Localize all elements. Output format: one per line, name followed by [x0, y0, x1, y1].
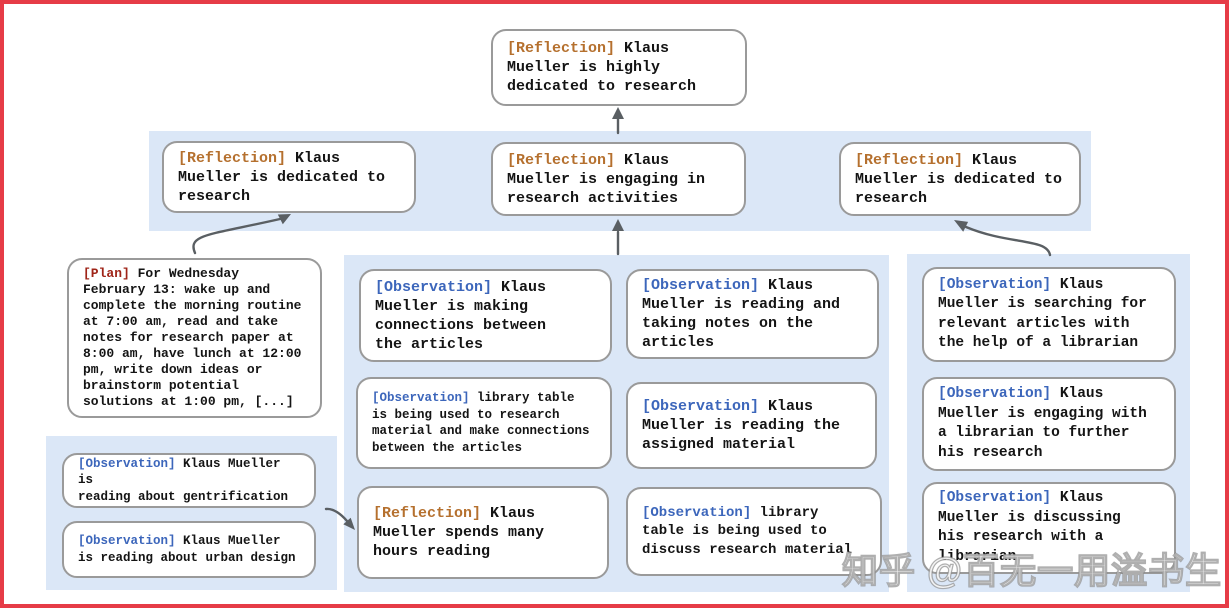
reflection-tag: [Reflection]: [507, 151, 616, 169]
node-text-wrap: [Observation]Klaus Mueller is reading ab…: [78, 456, 300, 506]
node-text: library table is being used to discuss r…: [642, 504, 853, 558]
reflection-tag: [Reflection]: [178, 149, 287, 167]
node-text: Klaus Mueller spends many hours reading: [373, 505, 545, 560]
observation-tag: [Observation]: [642, 277, 760, 294]
reflection-node-middle: [Reflection]Klaus Mueller is engaging in…: [491, 142, 746, 216]
node-text-wrap: [Reflection]Klaus Mueller is dedicated t…: [855, 151, 1065, 208]
node-text: Klaus Mueller is discussing his research…: [938, 490, 1121, 565]
observation-tag: [Observation]: [372, 391, 470, 405]
reflection-tag: [Reflection]: [507, 40, 616, 57]
observation-node-gentrification: [Observation]Klaus Mueller is reading ab…: [62, 453, 316, 508]
node-text: Klaus Mueller is reading and taking note…: [642, 277, 841, 351]
node-text-wrap: [Observation]Klaus Mueller is searching …: [938, 276, 1160, 354]
node-text: Klaus Mueller is highly dedicated to res…: [507, 40, 697, 95]
node-text-wrap: [Plan]For Wednesday February 13: wake up…: [83, 266, 306, 410]
node-text: Klaus Mueller is engaging in research ac…: [507, 151, 706, 207]
node-text-wrap: [Observation]Klaus Mueller is engaging w…: [938, 385, 1160, 463]
observation-node-urban-design: [Observation]Klaus Mueller is reading ab…: [62, 521, 316, 578]
edge-panel-to-right-reflection: [964, 225, 1052, 257]
node-text: library table is being used to research …: [372, 391, 590, 455]
observation-node-library-discuss: [Observation]library table is being used…: [626, 487, 882, 576]
node-text-wrap: [Observation]Klaus Mueller is discussing…: [938, 489, 1160, 567]
observation-node-connections: [Observation]Klaus Mueller is making con…: [359, 269, 612, 362]
observation-tag: [Observation]: [642, 504, 752, 521]
node-text: Klaus Mueller is reading about gentrific…: [78, 456, 289, 504]
node-text: Klaus Mueller is searching for relevant …: [938, 276, 1147, 352]
node-text: Klaus Mueller is reading the assigned ma…: [642, 398, 841, 453]
node-text: Klaus Mueller is dedicated to research: [178, 149, 386, 205]
node-text-wrap: [Observation]library table is being used…: [372, 390, 596, 456]
reflection-node-reading-hours: [Reflection]Klaus Mueller spends many ho…: [357, 486, 609, 579]
node-text-wrap: [Observation]Klaus Mueller is reading an…: [642, 276, 863, 352]
reflection-node-left: [Reflection]Klaus Mueller is dedicated t…: [162, 141, 416, 213]
observation-tag: [Observation]: [642, 398, 760, 415]
observation-tag: [Observation]: [375, 278, 493, 296]
observation-tag: [Observation]: [938, 490, 1052, 506]
node-text-wrap: [Observation]Klaus Mueller is making con…: [375, 278, 596, 354]
node-text: Klaus Mueller is reading about urban des…: [78, 534, 296, 565]
node-text-wrap: [Reflection]Klaus Mueller is engaging in…: [507, 151, 730, 208]
observation-tag: [Observation]: [78, 456, 176, 471]
observation-node-taking-notes: [Observation]Klaus Mueller is reading an…: [626, 269, 879, 359]
node-text: Klaus Mueller is engaging with a librari…: [938, 386, 1147, 461]
node-text-wrap: [Observation]Klaus Mueller is reading ab…: [78, 533, 300, 566]
node-text-wrap: [Reflection]Klaus Mueller spends many ho…: [373, 504, 593, 561]
node-text-wrap: [Observation]library table is being used…: [642, 504, 866, 560]
observation-tag: [Observation]: [938, 386, 1052, 402]
observation-node-library-research: [Observation]library table is being used…: [356, 377, 612, 469]
node-text: Klaus Mueller is dedicated to research: [855, 151, 1063, 207]
plan-tag: [Plan]: [83, 266, 130, 281]
observation-node-discussing-research: [Observation]Klaus Mueller is discussing…: [922, 482, 1176, 574]
arrowhead-root: [612, 107, 624, 119]
plan-node-wednesday: [Plan]For Wednesday February 13: wake up…: [67, 258, 322, 418]
observation-node-engaging-librarian: [Observation]Klaus Mueller is engaging w…: [922, 377, 1176, 471]
observation-node-searching-articles: [Observation]Klaus Mueller is searching …: [922, 267, 1176, 362]
node-text-wrap: [Reflection]Klaus Mueller is highly dedi…: [507, 39, 731, 96]
reflection-tag: [Reflection]: [373, 505, 482, 522]
observation-node-assigned-material: [Observation]Klaus Mueller is reading th…: [626, 382, 877, 469]
reflection-node-right: [Reflection]Klaus Mueller is dedicated t…: [839, 142, 1081, 216]
node-text: Klaus Mueller is making connections betw…: [375, 278, 547, 353]
node-text-wrap: [Observation]Klaus Mueller is reading th…: [642, 397, 861, 454]
node-text-wrap: [Reflection]Klaus Mueller is dedicated t…: [178, 149, 400, 206]
node-text: For Wednesday February 13: wake up and c…: [83, 266, 302, 409]
observation-tag: [Observation]: [938, 276, 1052, 293]
observation-tag: [Observation]: [78, 534, 176, 548]
reflection-node-root: [Reflection]Klaus Mueller is highly dedi…: [491, 29, 747, 106]
reflection-tag: [Reflection]: [855, 151, 964, 169]
